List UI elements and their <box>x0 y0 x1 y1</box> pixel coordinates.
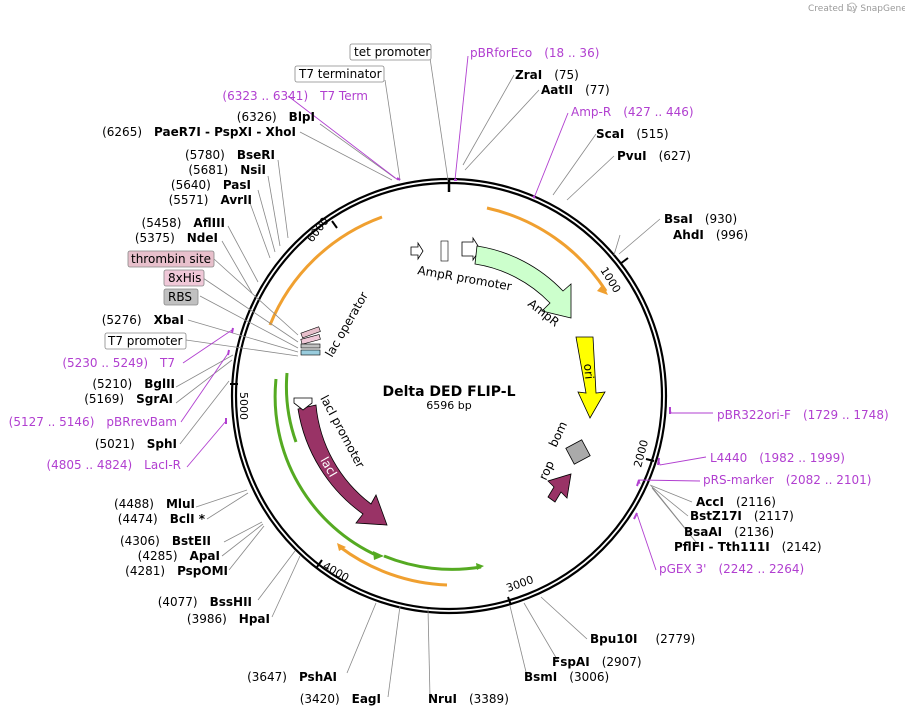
t7-terminator-label: T7 terminator <box>298 67 382 81</box>
thrombin-site-box: thrombin site <box>127 250 215 268</box>
enzyme-label: (4474)BclI * <box>118 512 206 526</box>
enzyme-label: BsaI(930) <box>664 212 737 226</box>
tet-promoter-label: tet promoter <box>354 45 430 59</box>
bom-box <box>565 439 591 465</box>
enzyme-labels-left: (6326)BlpI (6265)PaeR7I - PspXI - XhoI (… <box>84 110 381 706</box>
primer-label: pGEX 3'(2242 .. 2264) <box>659 562 804 576</box>
arc-bottom-green <box>383 554 482 571</box>
enzyme-label: BstZ17I(2117) <box>690 509 794 523</box>
primer-label: pRS-marker(2082 .. 2101) <box>703 473 871 487</box>
backbone <box>230 177 668 615</box>
enzyme-label: (5169)SgrAI <box>84 392 173 406</box>
primer-marks <box>225 177 671 520</box>
enzyme-label: Bpu10I(2779) <box>590 632 695 646</box>
lac-operator-mark <box>300 349 321 356</box>
enzyme-label: (4281)PspOMI <box>125 564 228 578</box>
snapgene-credit: Created by SnapGene <box>808 4 905 14</box>
enzyme-label: (4285)ApaI <box>138 549 220 563</box>
rop-label: rop <box>536 459 557 483</box>
enzyme-label: (4306)BstEII <box>120 534 211 548</box>
his-tag-mark <box>300 334 321 345</box>
snapgene-logo-icon <box>847 2 857 12</box>
enzyme-labels-right: ZraI(75) AatII(77) ScaI(515) PvuI(627) B… <box>428 68 822 706</box>
t7-promoter-box: T7 promoter <box>104 332 187 350</box>
tet-promoter-arrow-icon <box>410 241 424 261</box>
enzyme-label: PvuI(627) <box>617 149 691 163</box>
enzyme-label: AccI(2116) <box>696 495 776 509</box>
enzyme-label: BsmI(3006) <box>524 670 609 684</box>
enzyme-label: (5571)AvrII <box>169 193 252 207</box>
primer-label: L4440(1982 .. 1999) <box>710 451 845 465</box>
ori-arrow <box>575 336 606 419</box>
primer-label: pBRforEco(18 .. 36) <box>470 46 599 60</box>
primer-labels: pBRforEco(18 .. 36) Amp-R(427 .. 446) pB… <box>9 46 889 576</box>
enzyme-label: FspAI(2907) <box>552 655 642 669</box>
laci-promoter-arrow-icon <box>293 397 313 411</box>
enzyme-label: (5681)NsiI <box>188 163 266 177</box>
enzyme-label: (5210)BglII <box>92 377 175 391</box>
enzyme-label: (5458)AflIII <box>142 216 225 230</box>
leader-lines <box>175 57 701 698</box>
t7-terminator-box: T7 terminator <box>294 65 385 83</box>
rbs-mark <box>300 343 321 349</box>
primer-label: (4805 .. 4824)LacI-R <box>46 458 181 472</box>
expression-cluster <box>300 326 321 356</box>
enzyme-label: (5640)PasI <box>171 178 251 192</box>
enzyme-label: (5276)XbaI <box>102 313 184 327</box>
enzyme-label: (5780)BseRI <box>185 148 275 162</box>
arc-left-green <box>273 378 379 558</box>
rop-arrow <box>547 473 572 503</box>
enzyme-label: NruI(3389) <box>428 692 509 706</box>
rbs-label: RBS <box>168 290 192 304</box>
enzyme-label: BsaAI(2136) <box>684 525 774 539</box>
rbs-box: RBS <box>163 288 199 306</box>
arc-inner-green <box>284 372 298 443</box>
enzyme-label: PflFI - Tth111I(2142) <box>674 540 822 554</box>
enzyme-label: (6326)BlpI <box>237 110 315 124</box>
his-tag-box: 8xHis <box>163 269 205 287</box>
primer-label: pBR322ori-F(1729 .. 1748) <box>717 408 889 422</box>
enzyme-label: AhdI(996) <box>673 228 748 242</box>
plasmid-size: 6596 bp <box>426 399 471 412</box>
ampr-promoter-arrows <box>410 236 481 262</box>
enzyme-label: AatII(77) <box>541 83 610 97</box>
ori-label: ori <box>581 363 596 380</box>
enzyme-label: (3647)PshAI <box>247 670 337 684</box>
bom-label: bom <box>546 419 570 449</box>
arc-bottom-orange <box>339 545 448 587</box>
arc-top-left <box>268 215 383 326</box>
plasmid-name: Delta DED FLIP-L <box>382 384 515 400</box>
tick-label: 2000 <box>631 438 651 468</box>
tet-marker <box>440 240 449 262</box>
his-tag-label: 8xHis <box>168 271 201 285</box>
enzyme-label: (5021)SphI <box>95 437 177 451</box>
thrombin-site-mark <box>300 326 321 339</box>
enzyme-label: ZraI(75) <box>515 68 579 82</box>
thrombin-site-label: thrombin site <box>131 252 211 266</box>
primer-label: (5230 .. 5249)T7 <box>62 356 175 370</box>
laci-arrow <box>297 404 388 526</box>
feature-arcs <box>268 206 608 587</box>
primer-label: Amp-R(427 .. 446) <box>571 105 694 119</box>
enzyme-label: (6265)PaeR7I - PspXI - XhoI <box>102 125 296 139</box>
enzyme-label: (4077)BssHII <box>158 595 252 609</box>
primer-label: (5127 .. 5146)pBRrevBam <box>9 415 177 429</box>
enzyme-label: ScaI(515) <box>596 127 669 141</box>
enzyme-label: (3420)EagI <box>300 692 381 706</box>
enzyme-label: (4488)MluI <box>114 497 195 511</box>
enzyme-label: (3986)HpaI <box>187 612 270 626</box>
primer-label: (6323 .. 6341)T7 Term <box>222 89 368 103</box>
t7-promoter-label: T7 promoter <box>107 334 183 348</box>
ampr-arrow <box>474 245 572 319</box>
lac-operator-label: lac operator <box>322 289 371 359</box>
enzyme-label: (5375)NdeI <box>135 231 218 245</box>
tet-promoter-box: tet promoter <box>349 43 432 61</box>
arc-top-right <box>486 206 608 292</box>
tick-label: 5000 <box>237 392 250 420</box>
